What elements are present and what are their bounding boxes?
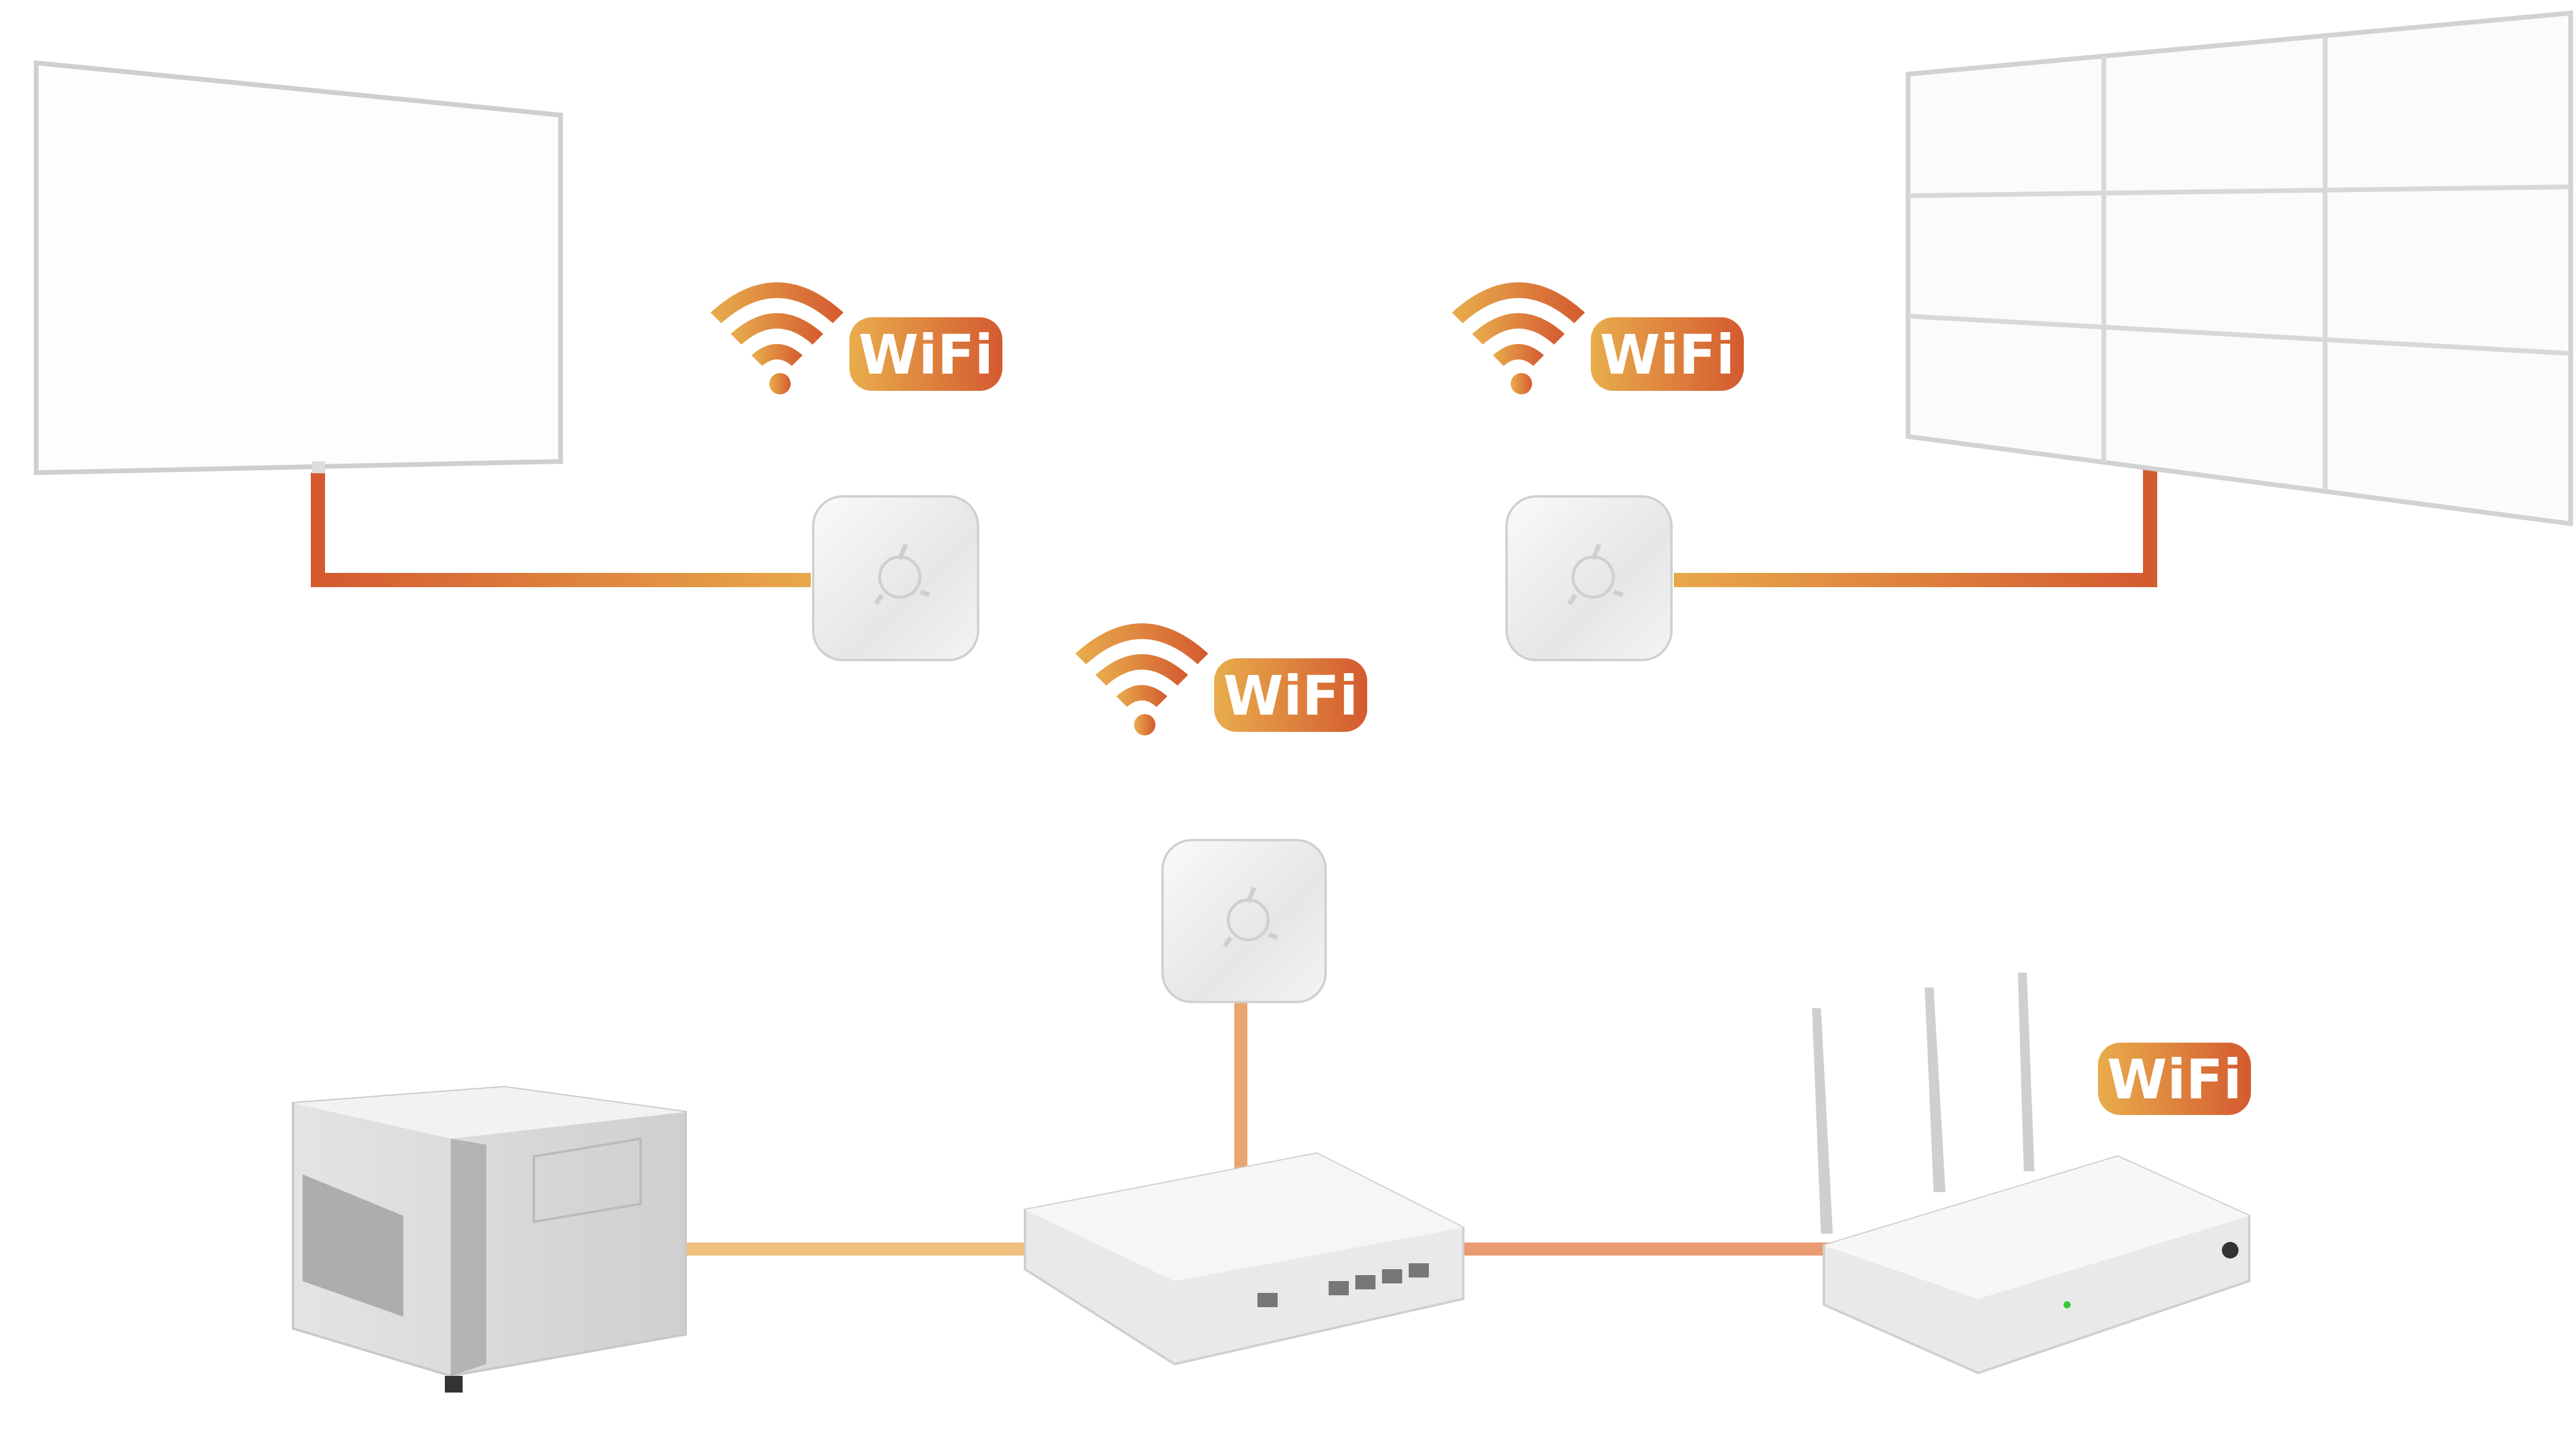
cable-tv-to-extender [311, 473, 811, 587]
wifi-badge [1214, 658, 1367, 732]
wifi-icon [711, 282, 843, 394]
network-switch [1024, 1152, 1464, 1366]
wifi-badge [849, 317, 1002, 391]
cable-extender-to-videowall [1674, 469, 2157, 587]
wifi-indicator-right: WiFi [1452, 282, 1744, 394]
wifi-indicator-router: WiFi [2098, 1043, 2251, 1115]
wifi-badge-label: WiFi [1600, 323, 1734, 387]
wifi-badge-label: WiFi [2107, 1048, 2241, 1111]
wifi-extender-center [1163, 840, 1326, 1002]
wifi-extender-right [1507, 496, 1671, 660]
wifi-icon [1075, 623, 1208, 735]
wifi-extender-left [813, 496, 978, 660]
wifi-badge [1591, 317, 1744, 391]
mini-pc [292, 1085, 687, 1393]
video-wall [1906, 10, 2573, 527]
wifi-badge [2098, 1043, 2251, 1115]
wifi-indicator-left: WiFi [711, 282, 1002, 394]
wifi-badge-label: WiFi [858, 323, 993, 387]
wifi-indicator-center: WiFi [1075, 623, 1367, 735]
wifi-icon [1452, 282, 1585, 394]
display-tv [34, 60, 563, 476]
wifi-router [1812, 973, 2250, 1375]
wifi-badge-label: WiFi [1223, 664, 1358, 728]
